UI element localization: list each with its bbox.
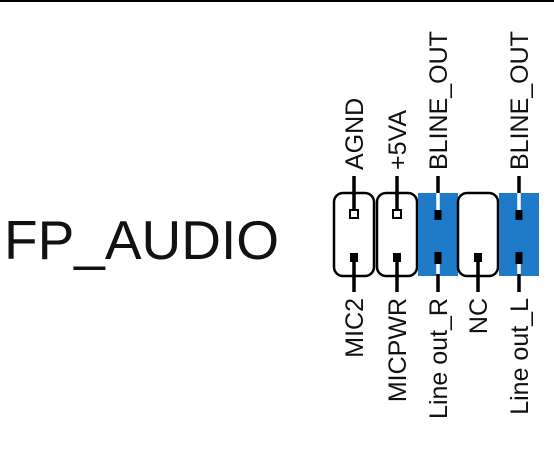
top-pin-2 — [392, 209, 402, 219]
top-pin-label-3: BLINE_OUT — [425, 31, 453, 170]
top-pin-label-1: AGND — [341, 98, 369, 170]
top-pin-5 — [515, 210, 523, 220]
bottom-pin-label-1: MIC2 — [341, 298, 369, 358]
top-divider — [0, 0, 554, 2]
bottom-pin-label-3: Line out_R — [425, 298, 453, 419]
bottom-pin-5 — [515, 252, 523, 264]
connector-title: FP_AUDIO — [4, 209, 280, 271]
bottom-pin-2 — [393, 253, 401, 262]
top-pin-label-2: +5VA — [384, 110, 412, 170]
bottom-pin-4 — [474, 253, 482, 262]
bottom-pin-label-2: MICPWR — [384, 298, 412, 402]
top-pin-1 — [349, 209, 359, 219]
top-pin-3 — [434, 210, 442, 220]
bottom-pin-label-4: NC — [465, 298, 493, 334]
bottom-pin-label-5: Line out_L — [506, 298, 534, 415]
bottom-pin-1 — [350, 253, 358, 262]
top-pin-label-5: BLINE_OUT — [506, 31, 534, 170]
bottom-pin-3 — [434, 252, 442, 264]
